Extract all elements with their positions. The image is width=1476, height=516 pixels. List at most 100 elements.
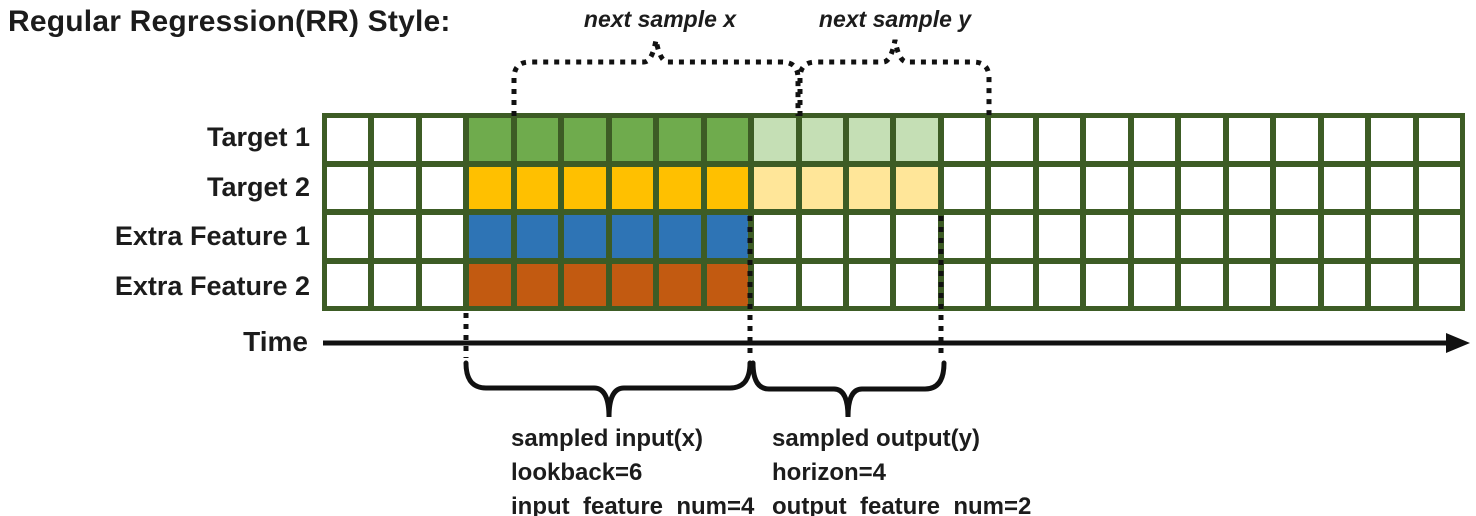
- grid-cell: [421, 166, 464, 209]
- grid-cell: [611, 118, 654, 161]
- grid-cell: [1276, 166, 1318, 209]
- grid-cell: [1181, 118, 1223, 161]
- grid-cell: [1228, 118, 1271, 161]
- grid-cell: [1086, 118, 1128, 161]
- grid-cell: [801, 215, 844, 258]
- grid-cell: [374, 118, 416, 161]
- grid: [322, 113, 1465, 311]
- grid-cell: [706, 118, 749, 161]
- grid-cell: [801, 263, 844, 306]
- grid-cell: [1418, 118, 1460, 161]
- grid-cell: [1371, 166, 1413, 209]
- grid-cell: [469, 263, 511, 306]
- row-label: Extra Feature 1: [114, 221, 310, 252]
- grid-cell: [611, 215, 654, 258]
- grid-cell: [706, 166, 749, 209]
- grid-cell: [374, 263, 416, 306]
- grid-cell: [1228, 263, 1271, 306]
- grid-cell: [754, 118, 796, 161]
- grid-cell: [896, 263, 938, 306]
- next-sample-x-brace: [511, 39, 801, 116]
- grid-cell: [1086, 263, 1128, 306]
- grid-cell: [327, 215, 369, 258]
- next-sample-y-brace: [797, 39, 992, 116]
- grid-cell: [1086, 215, 1128, 258]
- input-feature-num-value: input_feature_num=4: [511, 493, 755, 516]
- grid-cell: [516, 118, 559, 161]
- grid-cell: [991, 166, 1033, 209]
- grid-cell: [659, 215, 701, 258]
- grid-cell: [991, 118, 1033, 161]
- grid-cell: [896, 166, 938, 209]
- grid-cell: [564, 118, 606, 161]
- grid-cell: [374, 166, 416, 209]
- grid-cell: [1371, 263, 1413, 306]
- grid-cell: [801, 166, 844, 209]
- grid-cell: [421, 118, 464, 161]
- grid-cell: [1371, 215, 1413, 258]
- grid-cell: [327, 118, 369, 161]
- grid-cell: [469, 118, 511, 161]
- grid-cell: [1038, 166, 1081, 209]
- grid-cell: [659, 263, 701, 306]
- grid-cell: [706, 263, 749, 306]
- grid-cell: [564, 166, 606, 209]
- time-arrow-head: [1446, 333, 1470, 353]
- grid-cell: [1276, 215, 1318, 258]
- grid-cell: [706, 215, 749, 258]
- grid-cell: [1133, 118, 1176, 161]
- grid-cell: [421, 215, 464, 258]
- sampled-output-annotation: sampled output(y) horizon=4 output_featu…: [772, 422, 1031, 516]
- grid-cell: [754, 215, 796, 258]
- grid-cell: [1323, 263, 1366, 306]
- grid-cell: [1418, 263, 1460, 306]
- grid-cell: [564, 215, 606, 258]
- grid-cell: [849, 263, 891, 306]
- grid-cell: [1181, 215, 1223, 258]
- grid-cell: [1228, 215, 1271, 258]
- grid-cell: [849, 118, 891, 161]
- grid-cell: [1418, 215, 1460, 258]
- grid-cell: [1323, 215, 1366, 258]
- grid-cell: [1133, 215, 1176, 258]
- grid-cell: [1086, 166, 1128, 209]
- grid-cell: [421, 263, 464, 306]
- grid-cell: [1133, 166, 1176, 209]
- grid-cell: [516, 215, 559, 258]
- grid-cell: [1133, 263, 1176, 306]
- grid-cell: [1276, 263, 1318, 306]
- grid-cell: [1038, 215, 1081, 258]
- grid-cell: [849, 166, 891, 209]
- grid-cell: [943, 118, 986, 161]
- grid-cell: [801, 118, 844, 161]
- sampled-output-brace: [750, 360, 947, 418]
- lookback-value: lookback=6: [511, 459, 643, 486]
- grid-cell: [659, 118, 701, 161]
- grid-cell: [754, 263, 796, 306]
- grid-cell: [1038, 263, 1081, 306]
- grid-cell: [896, 215, 938, 258]
- grid-cell: [754, 166, 796, 209]
- grid-cell: [327, 166, 369, 209]
- next-sample-x-label: next sample x: [583, 6, 737, 32]
- row-label: Target 1: [206, 122, 310, 153]
- grid-cell: [374, 215, 416, 258]
- row-label: Extra Feature 2: [114, 270, 310, 301]
- grid-cell: [1181, 166, 1223, 209]
- grid-cell: [1323, 118, 1366, 161]
- grid-cell: [469, 215, 511, 258]
- horizon-value: horizon=4: [772, 459, 887, 486]
- grid-cell: [611, 166, 654, 209]
- grid-cell: [469, 166, 511, 209]
- grid-cell: [1181, 263, 1223, 306]
- grid-cell: [659, 166, 701, 209]
- grid-cell: [943, 215, 986, 258]
- grid-cell: [1038, 118, 1081, 161]
- grid-cell: [327, 263, 369, 306]
- page-title: Regular Regression(RR) Style:: [8, 5, 451, 38]
- grid-cell: [849, 215, 891, 258]
- grid-cell: [516, 166, 559, 209]
- grid-cell: [991, 215, 1033, 258]
